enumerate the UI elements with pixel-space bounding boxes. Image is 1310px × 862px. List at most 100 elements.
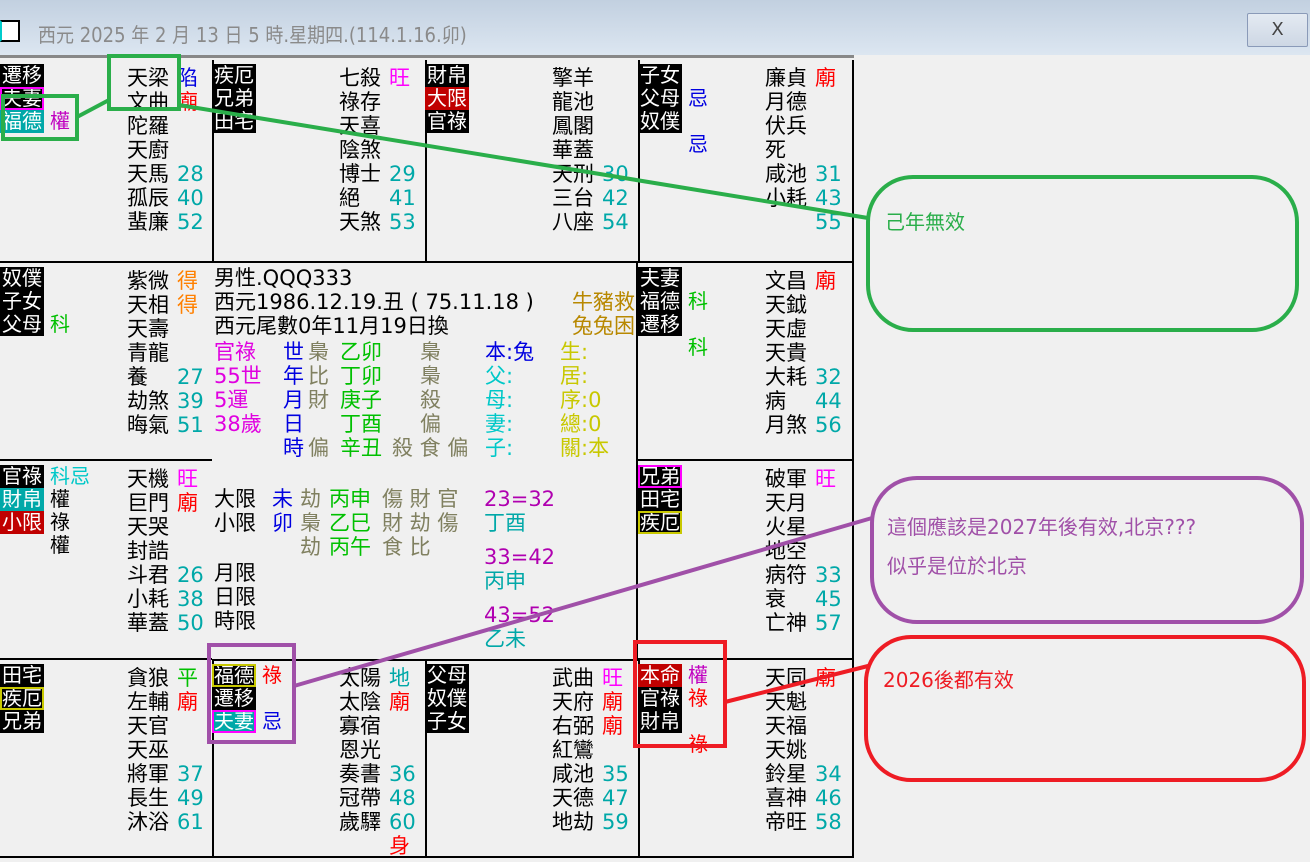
star-suffix: 34 <box>815 762 842 786</box>
star-name: 恩光 <box>339 738 381 762</box>
palace-label: 父母 <box>0 312 44 336</box>
star-suffix: 29 <box>389 162 416 186</box>
star-name: 劫煞 <box>127 389 169 413</box>
transform-mark: 科忌 <box>50 464 90 488</box>
star-suffix: 44 <box>815 389 842 413</box>
star-suffix: 61 <box>177 810 204 834</box>
star-name: 天壽 <box>127 317 169 341</box>
sub-limit-label: 月限 <box>214 561 256 585</box>
limit-god: 梟 <box>300 511 321 535</box>
star-suffix: 37 <box>177 762 204 786</box>
relation: 父: <box>485 364 514 388</box>
star-name: 沐浴 <box>127 810 169 834</box>
transform-mark: 權 <box>50 533 70 557</box>
star-suffix: 旺 <box>602 666 623 690</box>
palace-label: 兄弟 <box>212 86 256 110</box>
close-button[interactable]: X <box>1247 13 1308 47</box>
star-suffix: 40 <box>177 186 204 210</box>
star-suffix: 廟 <box>815 666 836 690</box>
hidden-god: 梟 <box>420 340 441 364</box>
limit-branch: 未 <box>272 487 293 511</box>
star-suffix: 60 <box>389 810 416 834</box>
star-suffix: 廟 <box>815 66 836 90</box>
star-name: 月德 <box>765 90 807 114</box>
star-name: 寡宿 <box>339 714 381 738</box>
star-name: 紅鸞 <box>552 738 594 762</box>
star-name: 陰煞 <box>339 138 381 162</box>
red-bubble <box>864 635 1306 782</box>
palace-label: 福德 <box>638 289 682 313</box>
star-name: 天煞 <box>339 210 381 234</box>
palace-label: 兄弟 <box>0 709 44 733</box>
transform-mark: 祿 <box>262 663 282 687</box>
palace-label: 田宅 <box>212 109 256 133</box>
star-suffix: 55 <box>815 210 842 234</box>
purple-note-line2: 似乎是位於北京 <box>887 554 1027 578</box>
star-name: 華蓋 <box>127 611 169 635</box>
star-name: 祿存 <box>339 90 381 114</box>
star-suffix: 38 <box>177 587 204 611</box>
green-bubble <box>866 175 1299 332</box>
transform-mark: 忌 <box>688 132 708 156</box>
star-name: 咸池 <box>552 762 594 786</box>
star-name: 衰 <box>765 587 786 611</box>
star-name: 養 <box>127 365 148 389</box>
star-name: 博士 <box>339 162 381 186</box>
star-suffix: 32 <box>815 365 842 389</box>
star-name: 天官 <box>127 714 169 738</box>
star-name: 斗君 <box>127 563 169 587</box>
age-range: 43=52 <box>484 603 556 627</box>
palace-label: 子女 <box>425 709 469 733</box>
star-name: 小耗 <box>127 587 169 611</box>
palace-label: 財帛 <box>638 709 682 733</box>
star-suffix: 52 <box>177 210 204 234</box>
star-name: 天馬 <box>127 162 169 186</box>
purple-note-line1: 這個應該是2027年後有效,北京??? <box>887 515 1197 539</box>
star-name: 右弼 <box>552 714 594 738</box>
hidden-god: 偏 <box>420 412 441 436</box>
ten-god: 財 <box>308 388 329 412</box>
star-suffix: 27 <box>177 365 204 389</box>
star-name: 天福 <box>765 714 807 738</box>
palace-label: 遷移 <box>212 686 256 710</box>
stat: 生: <box>560 340 589 364</box>
palace-label: 疾厄 <box>0 686 44 710</box>
star-name: 天月 <box>765 491 807 515</box>
star-name: 大耗 <box>765 365 807 389</box>
age-range: 33=42 <box>484 545 556 569</box>
transform-mark: 科 <box>688 289 708 313</box>
star-name: 奏書 <box>339 762 381 786</box>
palace-label: 財帛 <box>0 487 44 511</box>
relation: 子: <box>485 436 514 460</box>
star-name: 火星 <box>765 515 807 539</box>
star-suffix: 33 <box>815 563 842 587</box>
star-suffix: 53 <box>389 210 416 234</box>
gender-name: 男性.QQQ333 <box>214 266 353 290</box>
star-suffix: 26 <box>177 563 204 587</box>
star-name: 鳳閣 <box>552 114 594 138</box>
star-suffix: 旺 <box>389 66 410 90</box>
star-suffix: 廟 <box>177 90 198 114</box>
star-name: 病符 <box>765 563 807 587</box>
center-info-panel: 男性.QQQ333 西元1986.12.19.丑 ( 75.11.18 ) 西元… <box>212 263 638 661</box>
app-icon <box>0 20 20 42</box>
relation: 妻: <box>485 412 514 436</box>
star-name: 天姚 <box>765 738 807 762</box>
star-name: 歲驛 <box>339 810 381 834</box>
star-name: 月煞 <box>765 413 807 437</box>
star-name: 天喜 <box>339 114 381 138</box>
star-name: 伏兵 <box>765 114 807 138</box>
ganzhi: 辛丑 <box>340 436 382 460</box>
limit-tail: 食 比 <box>382 535 431 559</box>
star-name: 左輔 <box>127 690 169 714</box>
ganzhi: 丁酉 <box>340 412 382 436</box>
palace-label: 本命 <box>638 663 682 687</box>
star-suffix: 30 <box>602 162 629 186</box>
star-name: 武曲 <box>552 666 594 690</box>
star-name: 冠帶 <box>339 786 381 810</box>
star-suffix: 36 <box>389 762 416 786</box>
palace-label: 兄弟 <box>638 464 682 488</box>
